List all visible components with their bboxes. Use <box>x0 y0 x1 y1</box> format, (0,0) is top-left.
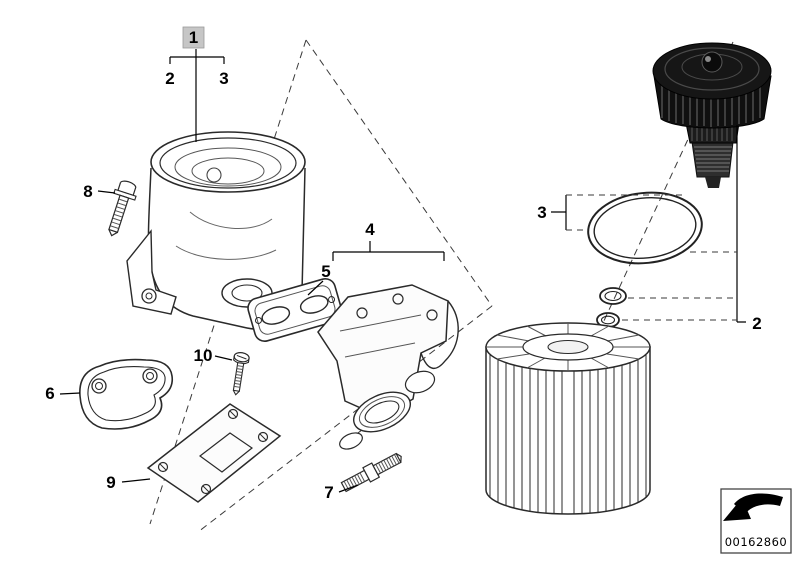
callout-9-label[interactable]: 9 <box>106 473 115 492</box>
screw-threads <box>233 365 244 388</box>
callout-1-box <box>182 26 205 49</box>
cap-knurl <box>691 125 733 141</box>
callout-4-bracket <box>332 241 445 261</box>
curved-arrow-icon <box>723 493 783 521</box>
oil-filter-housing <box>126 131 310 330</box>
bracket-assembly <box>317 284 459 450</box>
stud-threads-right <box>375 454 400 474</box>
bolt <box>108 180 137 237</box>
callout-8: 8 <box>83 182 116 201</box>
callout-bracket <box>169 49 225 142</box>
callout-4-label[interactable]: 4 <box>365 220 375 239</box>
stamp-box: 00162860 <box>720 488 792 554</box>
callout-2-right: 2 <box>622 125 762 333</box>
callout-6: 6 <box>45 384 81 403</box>
cap-ribs <box>661 78 761 127</box>
filter-pleats <box>489 354 647 514</box>
callout-3-right: 3 <box>537 194 684 231</box>
housing-flange <box>126 229 177 315</box>
callout-cluster-1-2-3: 1 2 3 <box>165 26 229 142</box>
callout-2-left[interactable]: 2 <box>165 69 174 88</box>
filter-cap <box>652 42 772 188</box>
bracket-arm <box>420 300 459 369</box>
callout-5: 5 <box>307 262 331 296</box>
callout-10: 10 <box>194 346 233 365</box>
stud-threads-left <box>343 472 366 491</box>
stamp-code: 00162860 <box>725 535 788 549</box>
callout-8-label[interactable]: 8 <box>83 182 92 201</box>
callout-10-label[interactable]: 10 <box>194 346 213 365</box>
small-o-rings <box>596 287 627 328</box>
callout-3-right-label[interactable]: 3 <box>537 203 546 222</box>
cap-threads <box>694 146 732 172</box>
filter-top-pleats <box>486 323 650 371</box>
callout-9: 9 <box>106 473 151 492</box>
callout-5-label[interactable]: 5 <box>321 262 330 281</box>
cap-knob <box>701 51 723 73</box>
filter-element <box>485 322 651 515</box>
stud-bolt <box>340 452 402 493</box>
small-gasket <box>247 278 343 342</box>
dashed-line-lower <box>197 305 493 533</box>
mounting-plate <box>146 403 282 503</box>
callout-3-left[interactable]: 3 <box>219 69 228 88</box>
screw <box>232 352 250 396</box>
bolt-threads <box>110 198 128 229</box>
callout-6-label[interactable]: 6 <box>45 384 54 403</box>
dashed-line-right <box>305 39 493 307</box>
callout-2-right-label[interactable]: 2 <box>752 314 761 333</box>
gasket <box>79 358 174 430</box>
large-o-ring <box>587 191 703 265</box>
callout-7-label[interactable]: 7 <box>324 483 333 502</box>
dashed-axis-filter <box>558 41 734 419</box>
callout-1[interactable]: 1 <box>189 28 198 47</box>
callout-7: 7 <box>324 483 359 502</box>
callout-4: 4 <box>332 220 445 261</box>
